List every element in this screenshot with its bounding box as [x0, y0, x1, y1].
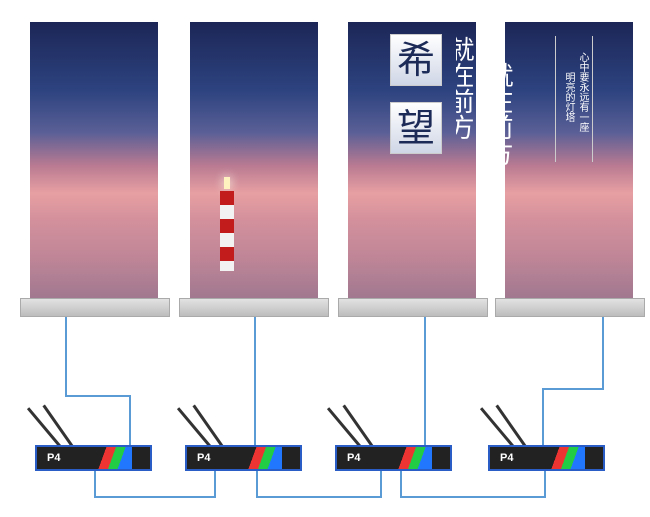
poem-line-2: 明亮的灯塔 [563, 72, 574, 122]
led-poster-3: 希 望 就在前方 [348, 22, 476, 298]
lighthouse-image [220, 177, 234, 272]
controller-box-1: P4 [35, 445, 152, 471]
cable [94, 471, 96, 497]
led-poster-4: 就在前方 心中要永远有一座 明亮的灯塔 [495, 22, 633, 298]
cable [256, 471, 258, 497]
controller-box-3: P4 [335, 445, 452, 471]
slogan-left: 就在前方 [456, 36, 474, 140]
hope-char-2: 望 [390, 102, 442, 154]
cable [65, 317, 67, 396]
slogan-right: 就在前方 [495, 62, 513, 166]
controller-label: P4 [500, 452, 514, 464]
led-poster-1 [30, 22, 158, 298]
cable [65, 395, 131, 397]
controller-label: P4 [47, 452, 61, 464]
poster-base-1 [20, 298, 170, 317]
controller-box-4: P4 [488, 445, 605, 471]
cable [256, 496, 382, 498]
controller-label: P4 [347, 452, 361, 464]
controller-label: P4 [197, 452, 211, 464]
cable [94, 496, 216, 498]
hope-char-1: 希 [390, 34, 442, 86]
poster-base-2 [179, 298, 329, 317]
cable [602, 317, 604, 389]
poster-base-3 [338, 298, 488, 317]
poster-base-4 [495, 298, 645, 317]
cable [214, 471, 216, 497]
cable [542, 388, 604, 390]
led-poster-2 [190, 22, 318, 298]
cable [129, 395, 131, 445]
cable [400, 471, 402, 497]
cable [424, 317, 426, 445]
controller-box-2: P4 [185, 445, 302, 471]
cable [254, 317, 256, 445]
cable [380, 471, 382, 497]
cable [544, 471, 546, 497]
cable [542, 388, 544, 445]
cable [400, 496, 546, 498]
poem-line-1: 心中要永远有一座 [577, 52, 588, 132]
